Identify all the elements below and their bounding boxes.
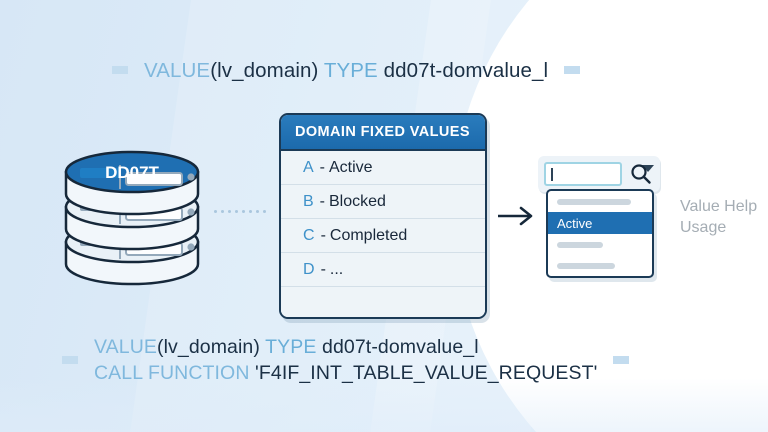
code-keyword-type: TYPE	[323, 58, 378, 82]
bracket-right-icon	[613, 356, 630, 364]
table-row[interactable]: D - ...	[281, 253, 485, 287]
text-caret	[551, 167, 553, 181]
table-row[interactable]: C - Completed	[281, 219, 485, 253]
code-keyword-type: TYPE	[265, 336, 317, 358]
database-label: DD07T	[105, 163, 159, 182]
row-key: C	[303, 226, 315, 244]
bracket-left-icon	[62, 356, 78, 364]
value-help-caption: Value Help Usage	[680, 196, 768, 238]
code-snippet-top: VALUE(lv_domain) TYPE dd07t-domvalue_l	[112, 42, 581, 98]
bracket-left-icon	[112, 66, 128, 74]
search-input[interactable]	[544, 162, 622, 186]
database-cylinder-icon: DD07T	[64, 150, 200, 286]
row-dash: -	[320, 260, 326, 278]
table-row-empty	[281, 287, 485, 317]
row-dash: -	[319, 192, 325, 210]
list-item-selected[interactable]: Active	[548, 212, 652, 234]
placeholder-bar	[557, 262, 615, 269]
row-dash: -	[320, 226, 326, 244]
value-help-caption-line1: Value Help	[680, 198, 758, 215]
arrow-right-icon	[497, 204, 537, 233]
row-label: Blocked	[329, 192, 386, 210]
placeholder-bar	[557, 241, 603, 248]
row-key: B	[303, 192, 314, 210]
code-value-domvalue: dd07t-domvalue_l	[383, 58, 549, 82]
placeholder-bar	[557, 198, 631, 205]
card-row-list: A - Active B - Blocked C - Completed D -…	[281, 151, 485, 317]
value-help-caption-line2: Usage	[680, 219, 727, 236]
table-row[interactable]: B - Blocked	[281, 185, 485, 219]
dotted-connector-icon	[214, 210, 266, 213]
code-param-domain: (lv_domain)	[157, 336, 260, 358]
chevron-down-icon[interactable]	[642, 165, 654, 172]
row-label: Active	[329, 158, 373, 176]
list-item[interactable]	[548, 191, 652, 212]
search-icon[interactable]	[630, 163, 652, 190]
code-param-domain: (lv_domain)	[210, 58, 319, 82]
list-item[interactable]	[548, 255, 652, 276]
code-keyword-value: VALUE	[94, 336, 157, 358]
list-item[interactable]	[548, 234, 652, 255]
code-snippet-bottom-line1: VALUE(lv_domain) TYPE dd07t-domvalue_l	[94, 334, 597, 360]
code-keyword-call-function: CALL FUNCTION	[94, 362, 250, 384]
background-bottom-fade	[0, 378, 768, 432]
domain-fixed-values-card: DOMAIN FIXED VALUES A - Active B - Block…	[279, 113, 487, 319]
row-label: ...	[329, 260, 344, 278]
row-dash: -	[319, 158, 325, 176]
row-key: D	[303, 260, 315, 278]
code-keyword-value: VALUE	[144, 58, 211, 82]
value-help-dropdown-list: Active	[546, 189, 654, 278]
table-row[interactable]: A - Active	[281, 151, 485, 185]
list-item-label: Active	[557, 215, 593, 231]
row-label: Completed	[329, 226, 408, 244]
code-value-domvalue: dd07t-domvalue_l	[322, 336, 479, 358]
bracket-right-icon	[564, 66, 581, 74]
code-snippet-bottom: VALUE(lv_domain) TYPE dd07t-domvalue_l C…	[62, 326, 630, 394]
value-help-input-bar	[538, 156, 660, 192]
card-title: DOMAIN FIXED VALUES	[281, 115, 485, 151]
code-snippet-top-text: VALUE(lv_domain) TYPE dd07t-domvalue_l	[128, 57, 564, 84]
code-snippet-bottom-text: VALUE(lv_domain) TYPE dd07t-domvalue_l C…	[78, 334, 613, 386]
code-snippet-bottom-line2: CALL FUNCTION 'F4IF_INT_TABLE_VALUE_REQU…	[94, 360, 597, 386]
code-value-function-name: 'F4IF_INT_TABLE_VALUE_REQUEST'	[255, 362, 598, 384]
row-key: A	[303, 158, 314, 176]
database-dd07t: DD07T	[60, 142, 205, 292]
